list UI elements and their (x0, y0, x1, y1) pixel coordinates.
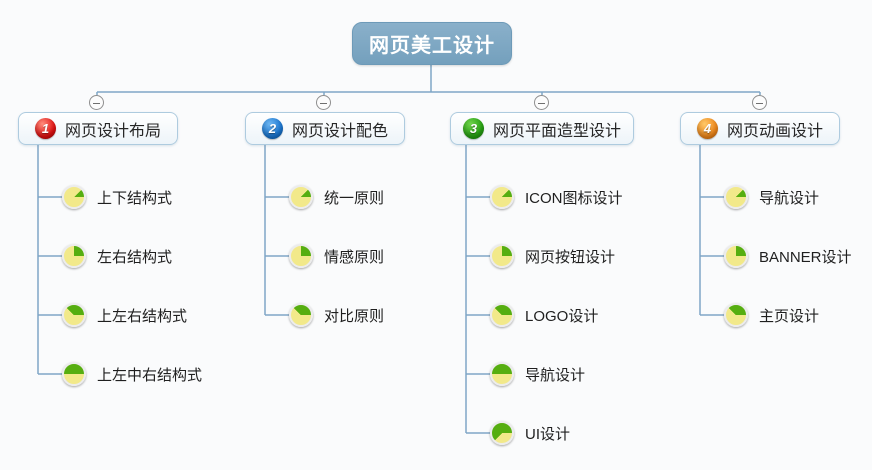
child-label: 导航设计 (759, 189, 820, 207)
branch-label: 网页设计配色 (291, 122, 388, 140)
collapse-minus-icon[interactable] (89, 95, 104, 110)
priority-badge-icon: 1 (34, 118, 56, 139)
child-node[interactable]: 对比原则 (289, 302, 384, 328)
progress-pie-icon (490, 244, 514, 268)
progress-pie-icon (289, 185, 313, 209)
child-label: 对比原则 (324, 307, 385, 325)
child-label: 网页按钮设计 (525, 248, 616, 266)
child-node[interactable]: 统一原则 (289, 184, 384, 210)
branch-label: 网页平面造型设计 (492, 122, 621, 140)
progress-pie-icon (289, 303, 313, 327)
priority-badge-icon: 4 (696, 118, 718, 139)
root-node[interactable]: 网页美工设计 (352, 22, 512, 65)
child-label: ICON图标设计 (525, 189, 623, 207)
priority-badge-icon: 3 (462, 118, 484, 139)
progress-pie-icon (62, 303, 86, 327)
child-label: 统一原则 (324, 189, 385, 207)
child-label: 导航设计 (525, 366, 586, 384)
root-node-label: 网页美工设计 (369, 35, 495, 57)
child-label: 左右结构式 (97, 248, 173, 266)
branch-node-layout[interactable]: 1 网页设计布局 (18, 112, 178, 145)
child-node[interactable]: ICON图标设计 (490, 184, 623, 210)
child-node[interactable]: LOGO设计 (490, 302, 598, 328)
child-node[interactable]: UI设计 (490, 420, 570, 446)
progress-pie-icon (490, 362, 514, 386)
progress-pie-icon (490, 185, 514, 209)
progress-pie-icon (724, 244, 748, 268)
child-node[interactable]: 上下结构式 (62, 184, 172, 210)
progress-pie-icon (62, 362, 86, 386)
branch-node-color[interactable]: 2 网页设计配色 (245, 112, 405, 145)
progress-pie-icon (490, 303, 514, 327)
progress-pie-icon (724, 303, 748, 327)
child-label: BANNER设计 (759, 248, 852, 266)
collapse-minus-icon[interactable] (316, 95, 331, 110)
child-node[interactable]: 网页按钮设计 (490, 243, 615, 269)
child-node[interactable]: 情感原则 (289, 243, 384, 269)
branch-label: 网页设计布局 (64, 122, 161, 140)
child-node[interactable]: 上左右结构式 (62, 302, 187, 328)
branch-node-animation[interactable]: 4 网页动画设计 (680, 112, 840, 145)
progress-pie-icon (62, 244, 86, 268)
child-node[interactable]: 导航设计 (490, 361, 585, 387)
progress-pie-icon (490, 421, 514, 445)
progress-pie-icon (62, 185, 86, 209)
child-label: 上左中右结构式 (97, 366, 203, 384)
child-node[interactable]: BANNER设计 (724, 243, 852, 269)
branch-label: 网页动画设计 (726, 122, 823, 140)
progress-pie-icon (289, 244, 313, 268)
priority-badge-icon: 2 (261, 118, 283, 139)
child-label: 上左右结构式 (97, 307, 188, 325)
branch-node-graphic[interactable]: 3 网页平面造型设计 (450, 112, 634, 145)
progress-pie-icon (724, 185, 748, 209)
child-label: UI设计 (525, 425, 571, 443)
collapse-minus-icon[interactable] (752, 95, 767, 110)
child-node[interactable]: 左右结构式 (62, 243, 172, 269)
child-label: LOGO设计 (525, 307, 599, 325)
child-label: 情感原则 (324, 248, 385, 266)
child-label: 上下结构式 (97, 189, 173, 207)
child-node[interactable]: 主页设计 (724, 302, 819, 328)
child-label: 主页设计 (759, 307, 820, 325)
child-node[interactable]: 上左中右结构式 (62, 361, 202, 387)
child-node[interactable]: 导航设计 (724, 184, 819, 210)
collapse-minus-icon[interactable] (534, 95, 549, 110)
